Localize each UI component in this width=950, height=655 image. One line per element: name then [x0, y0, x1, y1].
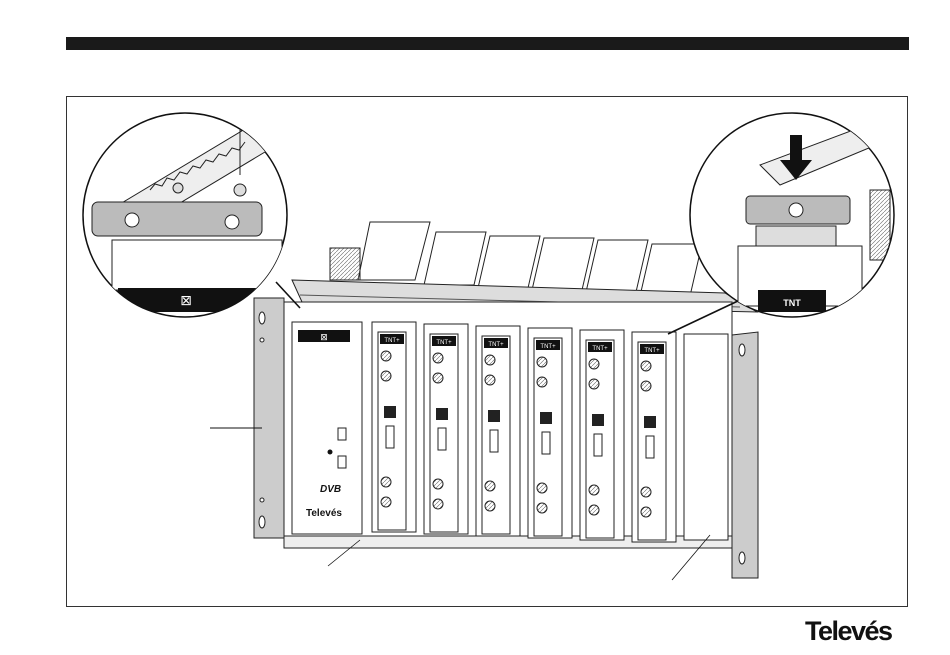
- header-module-brand: Televés: [306, 508, 342, 519]
- brand-logo: Televés: [805, 616, 892, 647]
- tnt-label: TNT+: [384, 338, 400, 344]
- tnt-label: TNT+: [644, 348, 660, 354]
- header-module-logo: DVB: [320, 484, 341, 495]
- tnt-module-6: TNT+: [632, 332, 676, 542]
- callout-left-detail: ⊠: [83, 113, 287, 317]
- tnt-module-2: TNT+: [424, 324, 468, 534]
- tnt-module-4: TNT+: [528, 328, 572, 538]
- tnt-module-5: TNT+: [580, 330, 624, 540]
- tnt-label: TNT+: [436, 340, 452, 346]
- rack-ear-right: [732, 332, 758, 578]
- svg-text:⊠: ⊠: [320, 333, 328, 343]
- rack-ear-left: [254, 298, 284, 538]
- tnt-label: TNT+: [540, 344, 556, 350]
- blank-panel: [684, 334, 728, 540]
- tnt-label: TNT+: [592, 346, 608, 352]
- tnt-module-3: TNT+: [476, 326, 520, 536]
- tnt-module-1: TNT+: [372, 322, 416, 532]
- callout-right-detail: TNT: [690, 113, 900, 317]
- callout-tnt-label: TNT: [783, 298, 801, 308]
- svg-text:⊠: ⊠: [180, 293, 192, 309]
- tnt-label: TNT+: [488, 342, 504, 348]
- header-module: ⊠ DVB Televés: [292, 322, 362, 534]
